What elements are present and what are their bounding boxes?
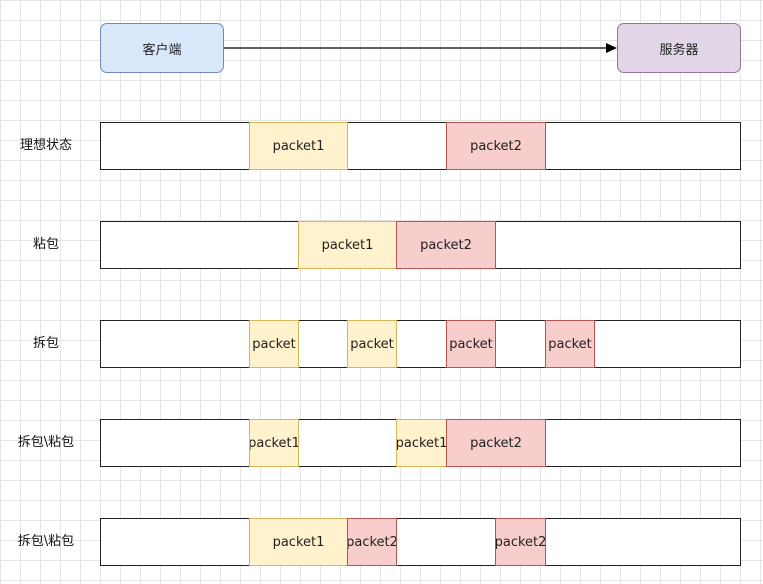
packet1-segment: packet1 [298,221,397,269]
packet2-segment: packet2 [446,122,546,170]
row-label: 拆包 [32,336,59,351]
row-label: 拆包\粘包 [17,534,75,549]
packet2-segment: packet [446,320,496,368]
packet1-segment: packet1 [249,419,299,467]
row-label: 粘包 [32,237,59,252]
client-label: 客户端 [142,42,182,58]
client-node: 客户端 [100,23,224,73]
row-label: 拆包\粘包 [17,435,75,450]
packet1-segment: packet [249,320,299,368]
packet2-segment: packet2 [347,518,397,566]
packet2-segment: packet2 [446,419,546,467]
row-label: 理想状态 [19,138,72,153]
arrow-head-icon [606,43,617,53]
packet1-segment: packet1 [396,419,447,467]
server-node: 服务器 [617,23,741,73]
packet2-segment: packet2 [396,221,496,269]
server-label: 服务器 [659,42,699,58]
byte-stream-track: packet packet packet packet [100,320,741,368]
byte-stream-track: packet1 packet2 [100,122,741,170]
packet2-segment: packet2 [495,518,546,566]
packet1-segment: packet1 [249,122,348,170]
packet1-segment: packet [347,320,397,368]
packet1-segment: packet1 [249,518,348,566]
packet2-segment: packet [545,320,595,368]
